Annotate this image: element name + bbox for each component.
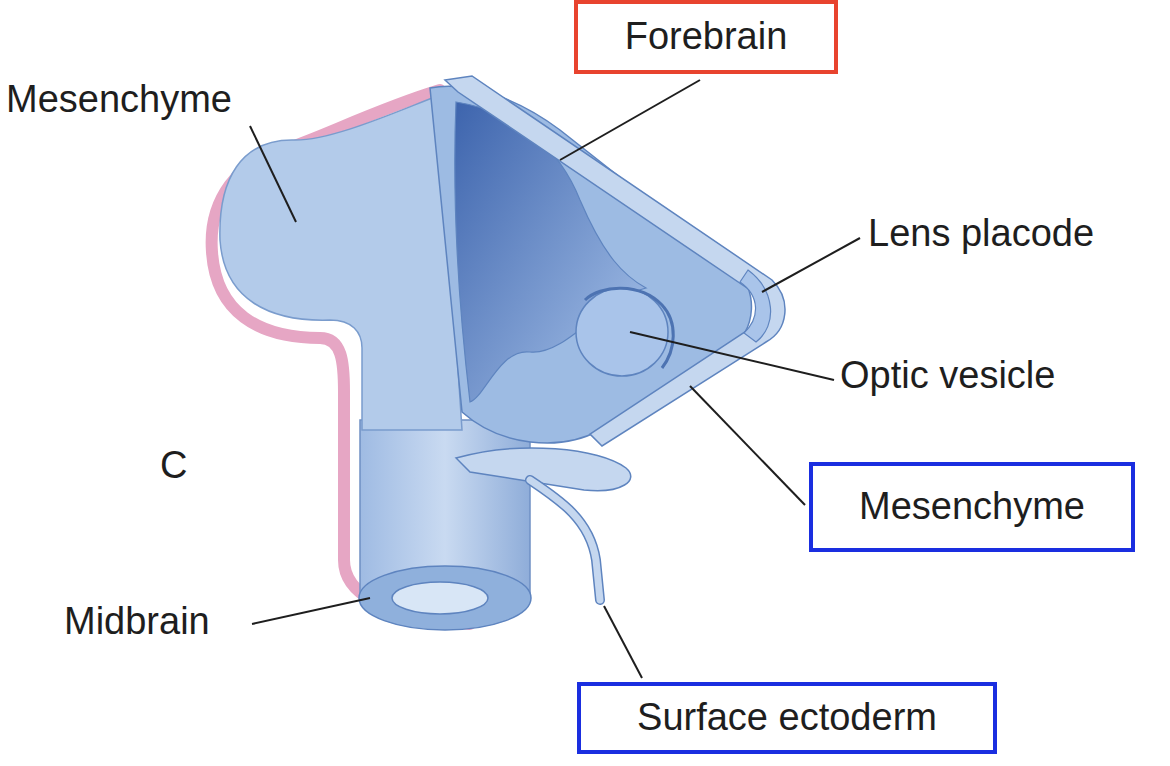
lens-placode	[740, 270, 771, 342]
optic-vesicle	[576, 288, 668, 376]
optic-vesicle-rim	[585, 288, 673, 368]
surface-ectoderm	[445, 76, 785, 446]
leader-line	[762, 238, 860, 292]
surface-ectoderm-sheet-fill	[530, 480, 600, 600]
leader-line	[604, 606, 642, 678]
leader-line	[252, 598, 370, 624]
leader-line	[630, 332, 834, 380]
forebrain-wall	[430, 86, 751, 443]
structure-label: Mesenchyme	[6, 78, 232, 122]
structure-label: Lens placode	[868, 212, 1094, 256]
tube-lumen	[392, 582, 488, 614]
highlight-box: Surface ectoderm	[577, 682, 997, 754]
highlight-box: Mesenchyme	[809, 462, 1135, 552]
structure-label: Midbrain	[64, 600, 210, 644]
box-label: Forebrain	[625, 15, 788, 59]
panel-letter: C	[160, 444, 187, 488]
leader-line	[560, 80, 700, 160]
leader-lines	[250, 80, 860, 678]
box-label: Mesenchyme	[859, 485, 1085, 529]
tube-wall	[359, 566, 531, 630]
structure-label: Optic vesicle	[840, 354, 1055, 398]
highlight-box: Forebrain	[574, 0, 838, 74]
leader-line	[250, 126, 296, 222]
box-label: Surface ectoderm	[637, 696, 937, 740]
leader-line	[690, 386, 805, 505]
forebrain-lobe	[220, 95, 462, 430]
surface-ectoderm-sheet	[530, 480, 600, 600]
